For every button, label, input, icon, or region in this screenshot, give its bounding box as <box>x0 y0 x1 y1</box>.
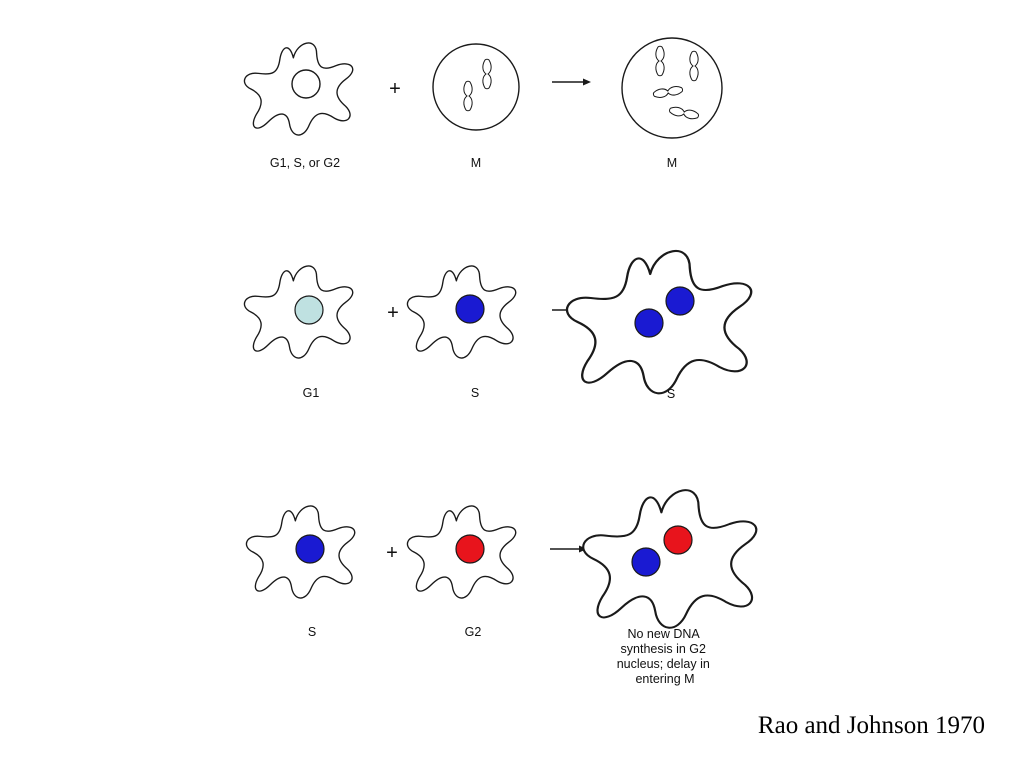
g1-cell <box>243 265 354 359</box>
nucleus-s <box>455 294 485 324</box>
row-3: + S G2 No new DNA synthesis in G2 nucleu… <box>245 489 758 686</box>
nucleus-g2 <box>663 525 693 555</box>
s-cell <box>406 265 517 359</box>
arrow <box>552 78 591 86</box>
label-cell-b: M <box>471 156 481 170</box>
row-2: + G1 S S <box>243 249 753 401</box>
result-line: nucleus; delay in <box>617 657 710 671</box>
label-result: No new DNA synthesis in G2 nucleus; dela… <box>617 627 714 686</box>
nucleus-g2 <box>455 534 485 564</box>
row-1: + G1, S, or G2 M M <box>243 37 723 170</box>
interphase-cell <box>243 42 354 136</box>
nucleus-empty <box>291 69 321 99</box>
s-cell <box>245 505 356 599</box>
nucleus-s <box>634 308 664 338</box>
label-result: M <box>667 156 677 170</box>
nucleus-s <box>665 286 695 316</box>
label-cell-b: S <box>471 386 479 400</box>
fused-mitotic-cell <box>621 37 723 139</box>
fused-s-g2-cell <box>582 489 758 629</box>
mitotic-cell <box>432 43 520 131</box>
label-cell-a: G1, S, or G2 <box>270 156 340 170</box>
result-line: entering M <box>635 672 694 686</box>
citation: Rao and Johnson 1970 <box>758 712 985 739</box>
label-cell-a: S <box>308 625 316 639</box>
nucleus-g1 <box>294 295 324 325</box>
nucleus-s <box>631 547 661 577</box>
g2-cell <box>406 505 517 599</box>
plus-sign: + <box>389 78 401 100</box>
plus-sign: + <box>387 302 399 324</box>
fused-s-cell <box>565 249 753 395</box>
arrow <box>550 545 587 553</box>
plus-sign: + <box>386 542 398 564</box>
label-cell-a: G1 <box>303 386 320 400</box>
label-cell-b: G2 <box>465 625 482 639</box>
result-line: No new DNA <box>627 627 700 641</box>
nucleus-s <box>295 534 325 564</box>
label-result: S <box>667 387 675 401</box>
result-line: synthesis in G2 <box>621 642 707 656</box>
